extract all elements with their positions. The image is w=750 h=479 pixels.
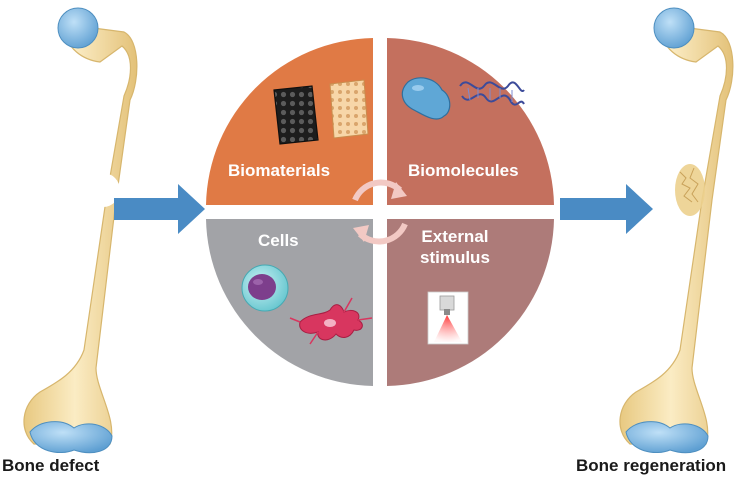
scaffold-icon — [273, 85, 319, 145]
left-bone-icon — [23, 7, 138, 454]
protein-icon — [401, 77, 451, 120]
biomaterials-label: Biomaterials — [228, 161, 331, 180]
right-bone-icon — [619, 7, 734, 454]
laser-icon — [427, 291, 469, 345]
arrow-to-regeneration-icon — [560, 184, 653, 234]
osteoblast-icon — [289, 297, 373, 345]
quadrant-circle — [206, 38, 554, 386]
bone-defect-label: Bone defect — [2, 456, 100, 475]
regeneration-callus-icon — [675, 164, 705, 216]
external-stimulus-line2: stimulus — [420, 248, 490, 267]
external-stimulus-line1: External — [421, 227, 489, 246]
biomolecules-label: Biomolecules — [408, 161, 519, 180]
stem-cell-icon — [241, 264, 289, 312]
bone-regeneration-label: Bone regeneration — [576, 456, 727, 475]
quadrant-cells — [206, 219, 373, 386]
arrow-to-therapy-icon — [114, 184, 205, 234]
dna-icon — [459, 81, 525, 106]
cells-label: Cells — [258, 231, 299, 250]
cycle-arrows-icon — [352, 179, 408, 245]
mesh-icon — [329, 79, 369, 139]
external-stimulus-label: External stimulus — [420, 226, 490, 268]
